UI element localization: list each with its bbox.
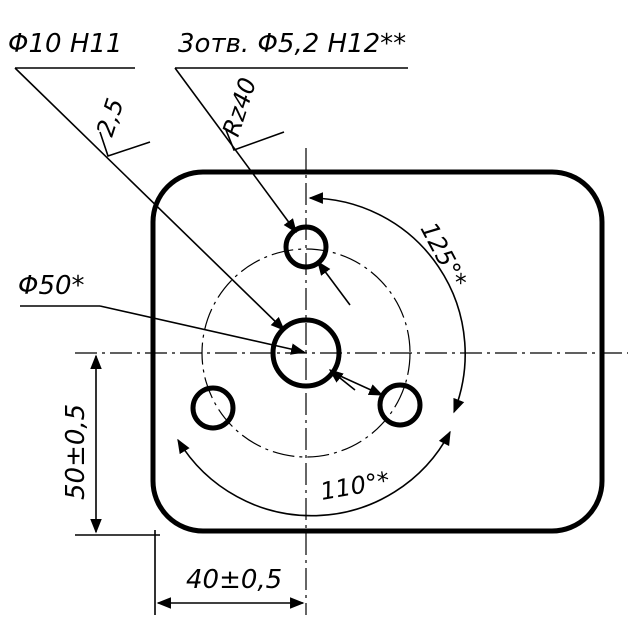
arrow-center <box>328 369 356 391</box>
leader-circle-dia-diag <box>99 305 306 355</box>
label-dim-vertical: 50±0,5 <box>61 404 91 500</box>
label-roughness-a: 2,5 <box>91 95 129 140</box>
label-roughness-b: Rz40 <box>217 74 262 140</box>
label-center-hole: Φ10 H11 <box>8 29 122 59</box>
leader-center-hole <box>14 67 286 332</box>
roughness-symbol-b <box>225 129 285 152</box>
arrow-hole-right <box>337 374 384 396</box>
roughness-symbol-a <box>99 131 151 158</box>
label-angle-upper: 125°* <box>415 218 472 293</box>
hole-right <box>377 382 423 428</box>
arc-125 <box>308 192 466 414</box>
arrow-hole-top <box>317 260 351 306</box>
label-three-holes: 3отв. Φ5,2 H12** <box>178 29 406 59</box>
label-circle-dia: Φ50* <box>18 271 85 301</box>
arc-110 <box>177 430 451 517</box>
part-outline <box>150 169 605 534</box>
label-dim-horizontal: 40±0,5 <box>186 565 282 595</box>
hole-left <box>190 385 236 431</box>
